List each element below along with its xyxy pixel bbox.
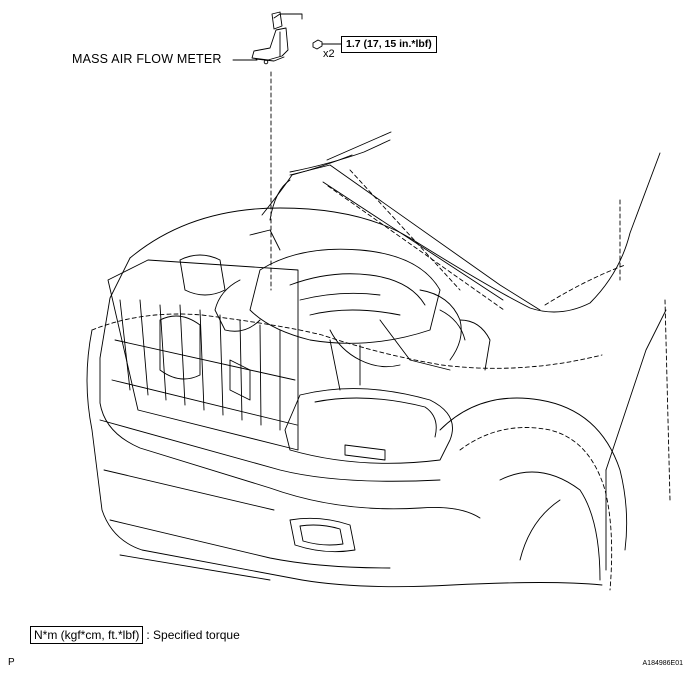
mass-air-flow-meter-part [251, 11, 303, 65]
figure-code: A184986E01 [642, 660, 683, 667]
torque-spec-box: 1.7 (17, 15 in.*lbf) [341, 36, 437, 53]
mass-air-flow-meter-label: MASS AIR FLOW METER [72, 52, 222, 66]
grille [107, 259, 299, 451]
truck-body [86, 152, 671, 591]
engine [159, 229, 491, 401]
torque-unit-box: N*m (kgf*cm, ft.*lbf) [30, 626, 144, 644]
torque-legend-description: : Specified torque [146, 628, 240, 642]
hood [261, 131, 541, 311]
bolt-quantity-label: x2 [323, 48, 335, 60]
hood-support-rod [349, 169, 461, 291]
page-code: P [8, 657, 15, 668]
bolt-icon [312, 39, 342, 50]
headlight [284, 388, 453, 464]
fog-light [289, 517, 356, 553]
torque-legend: N*m (kgf*cm, ft.*lbf): Specified torque [30, 626, 240, 644]
